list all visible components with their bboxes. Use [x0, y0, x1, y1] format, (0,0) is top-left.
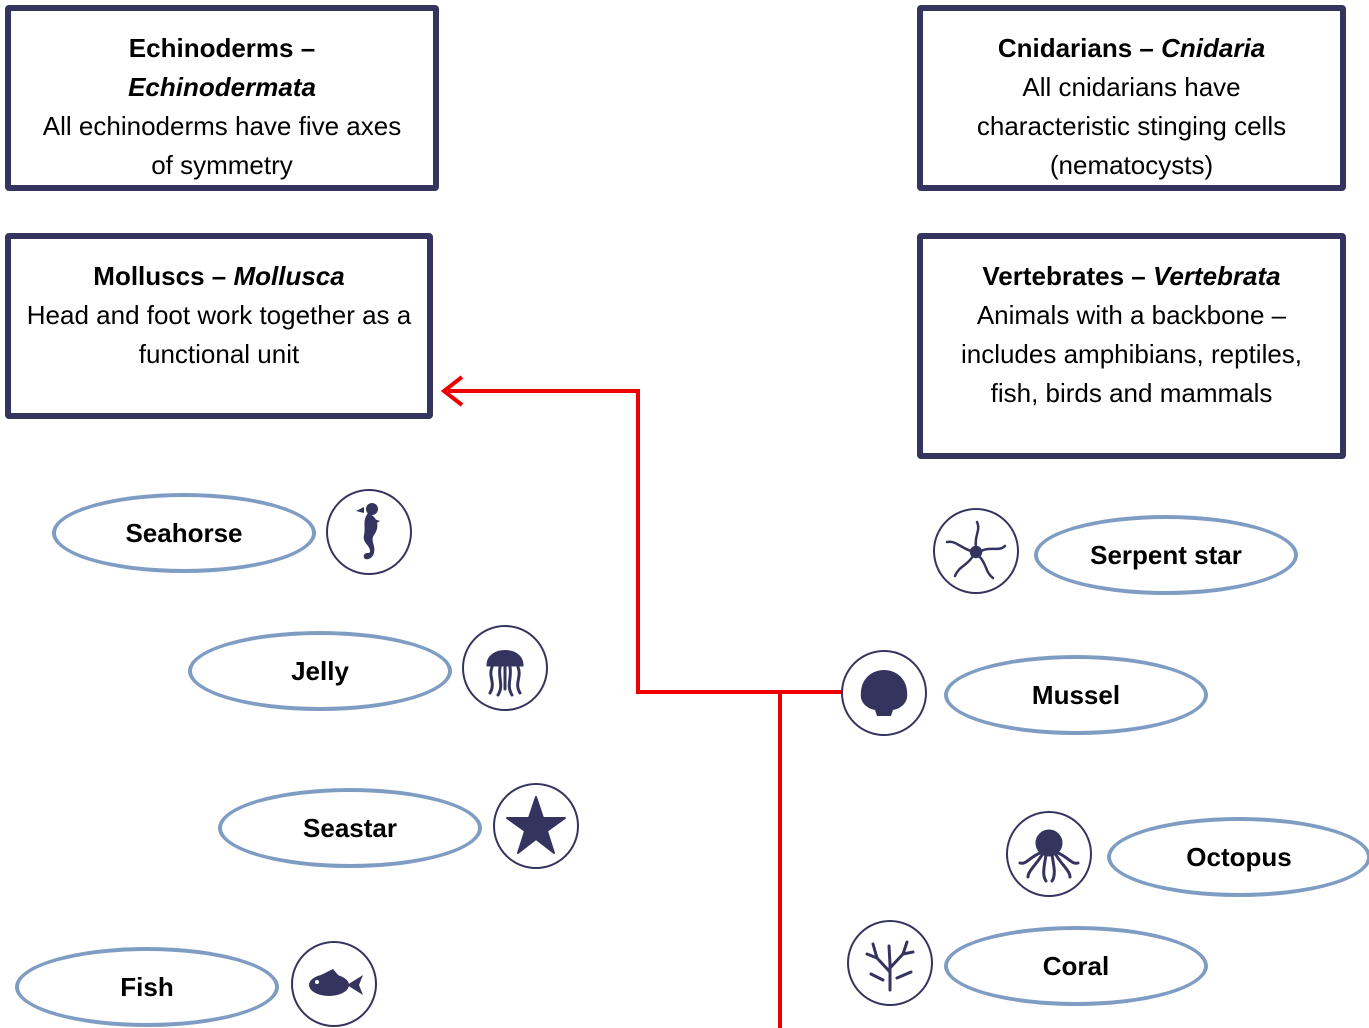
jellyfish-icon	[462, 625, 548, 711]
animal-label-seastar[interactable]: Seastar	[218, 788, 482, 868]
group-box-echinoderms: Echinoderms – Echinodermata All echinode…	[5, 5, 439, 191]
seastar-icon	[493, 783, 579, 869]
animal-label-mussel[interactable]: Mussel	[944, 655, 1208, 735]
animal-label-octopus[interactable]: Octopus	[1107, 817, 1369, 897]
group-box-vertebrates: Vertebrates – Vertebrata Animals with a …	[917, 233, 1346, 459]
group-box-molluscs: Molluscs – Mollusca Head and foot work t…	[5, 233, 433, 419]
shell-icon	[841, 650, 927, 736]
group-scientific-name: Mollusca	[233, 261, 345, 291]
fish-icon	[291, 941, 377, 1027]
group-scientific-name: Vertebrata	[1152, 261, 1281, 291]
group-title: Cnidarians –	[997, 33, 1154, 63]
seahorse-icon	[326, 489, 412, 575]
group-scientific-name: Echinodermata	[128, 72, 316, 102]
animal-label-serpent-star[interactable]: Serpent star	[1034, 515, 1298, 595]
connector-arrowhead	[440, 375, 464, 407]
group-box-cnidarians: Cnidarians – Cnidaria All cnidarians hav…	[917, 5, 1346, 191]
coral-icon	[847, 920, 933, 1006]
animal-label-fish[interactable]: Fish	[15, 947, 279, 1027]
animal-label-coral[interactable]: Coral	[944, 926, 1208, 1006]
octopus-icon	[1006, 811, 1092, 897]
group-title: Molluscs –	[93, 261, 227, 291]
animal-label-jelly[interactable]: Jelly	[188, 631, 452, 711]
group-title: Echinoderms –	[128, 33, 316, 63]
group-description: All echinoderms have five axes of symmet…	[42, 111, 402, 180]
group-description: Animals with a backbone – includes amphi…	[960, 300, 1303, 408]
serpent-star-icon	[933, 508, 1019, 594]
group-description: Head and foot work together as a functio…	[26, 300, 412, 369]
group-scientific-name: Cnidaria	[1161, 33, 1266, 63]
group-title: Vertebrates –	[982, 261, 1146, 291]
animal-label-seahorse[interactable]: Seahorse	[52, 493, 316, 573]
group-description: All cnidarians have characteristic sting…	[976, 72, 1287, 180]
